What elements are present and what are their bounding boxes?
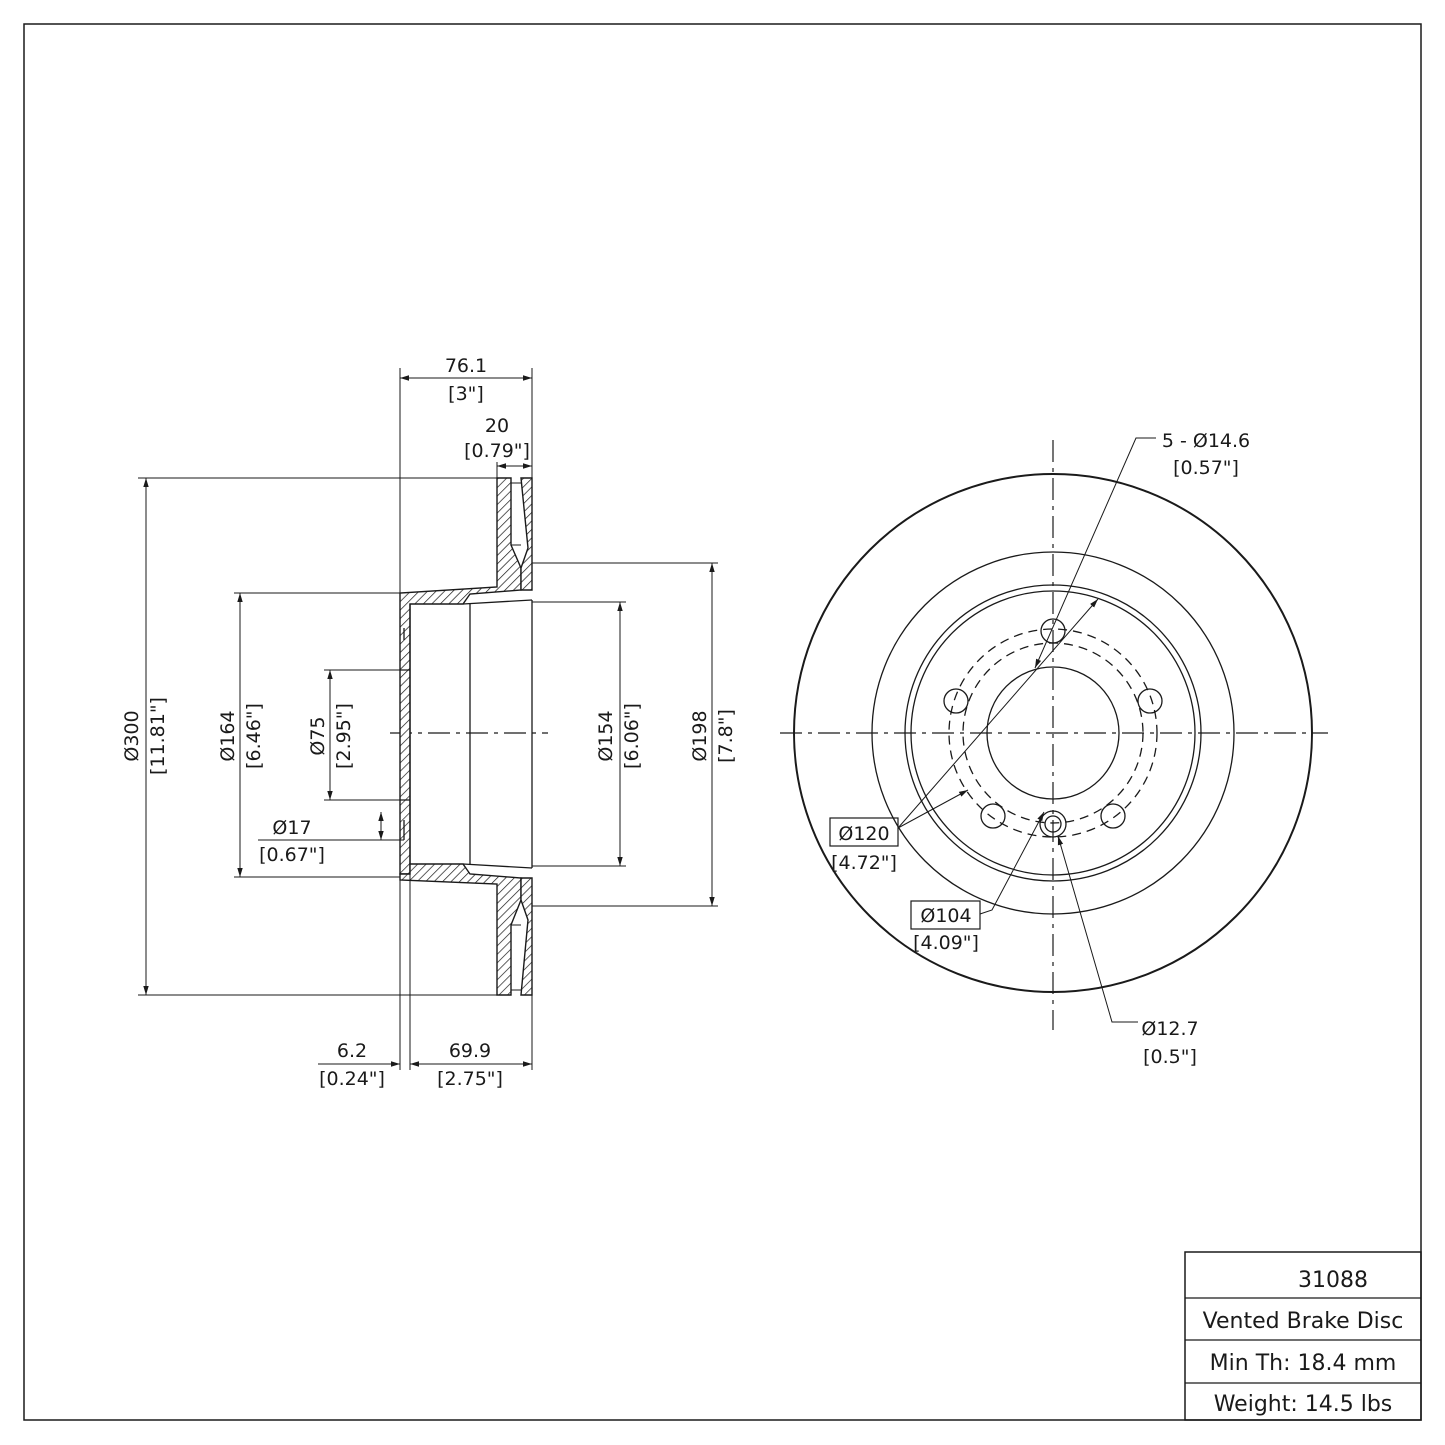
outer-diameter-mm: Ø300 [121,710,143,761]
hat-height-mm: 69.9 [449,1040,491,1062]
side-section-view: 76.1 [3"] 20 [0.79"] Ø17 [0.67"] 6.2 [0.… [121,355,737,1090]
braking-inner-diameter-mm: Ø198 [689,710,711,761]
bolt-hole-2 [1137,688,1163,714]
locating-hole-in: [0.5"] [1143,1046,1197,1068]
bolt-holes-leader [1034,437,1156,669]
weight: Weight: 14.5 lbs [1214,1392,1393,1417]
bolt-circle-outer-in: [4.72"] [831,852,897,874]
drawing-border [23,23,1422,1421]
outer-diameter-in: [11.81"] [147,697,169,775]
bolt-circle-outer [948,628,1158,838]
front-view: 5 - Ø14.6 [0.57"] Ø120 [4.72"] Ø104 [4.0… [780,430,1328,1068]
disc-thickness-mm: 20 [485,415,509,437]
lower-outer-plate [520,877,533,996]
bolt-holes-in: [0.57"] [1173,457,1239,479]
center-bore-mm: Ø75 [307,716,329,755]
small-hole-in: [0.67"] [259,844,325,866]
hat-height-in: [2.75"] [437,1068,503,1090]
bolt-circle-inner-in: [4.09"] [913,932,979,954]
lower-rotor-section [399,863,522,996]
bore-opening [400,628,410,840]
hat-top-line [462,599,533,605]
overall-depth-in: [3"] [448,383,484,405]
disc-thickness-in: [0.79"] [464,440,530,462]
min-thickness: Min Th: 18.4 mm [1210,1351,1397,1376]
center-bore-in: [2.95"] [333,703,355,769]
hat-inner-diameter-in: [6.06"] [621,703,643,769]
hat-thickness-mm: 6.2 [337,1040,367,1062]
hat-bottom-line [462,863,533,869]
part-description: Vented Brake Disc [1203,1309,1404,1334]
bolt-circle-outer-mm: Ø120 [838,823,889,845]
bolt-hole-5 [943,688,969,714]
hat-inner-diameter-mm: Ø154 [595,710,617,761]
upper-vent-channel [511,482,521,546]
bolt-circle-outer-leader [897,598,1099,829]
title-block: 31088 Vented Brake Disc Min Th: 18.4 mm … [1184,1251,1422,1421]
bolt-circle-outer-box [829,817,899,847]
bolt-hole-3 [1100,803,1126,829]
locating-hole-leader [1057,835,1138,1023]
hat-outer-diameter-in: [6.46"] [243,703,265,769]
small-hole-mm: Ø17 [272,817,311,839]
upper-outer-plate [520,477,533,591]
locating-hole-mm: Ø12.7 [1141,1018,1198,1040]
lower-vent-channel [511,924,521,991]
hat-thickness-in: [0.24"] [319,1068,385,1090]
braking-inner-diameter-in: [7.8"] [715,709,737,763]
bolt-circle-inner-mm: Ø104 [920,905,971,927]
bolt-holes-mm: 5 - Ø14.6 [1162,430,1250,452]
upper-rotor-section [399,477,522,875]
bolt-hole-4 [980,803,1006,829]
bolt-circle-outer-leader-b [897,789,969,829]
bolt-circle-inner-leader [979,811,1045,915]
bolt-circle-inner-box [910,900,981,930]
hat-outer-diameter-mm: Ø164 [217,710,239,761]
overall-depth-mm: 76.1 [445,355,487,377]
part-number: 31088 [1298,1268,1368,1293]
